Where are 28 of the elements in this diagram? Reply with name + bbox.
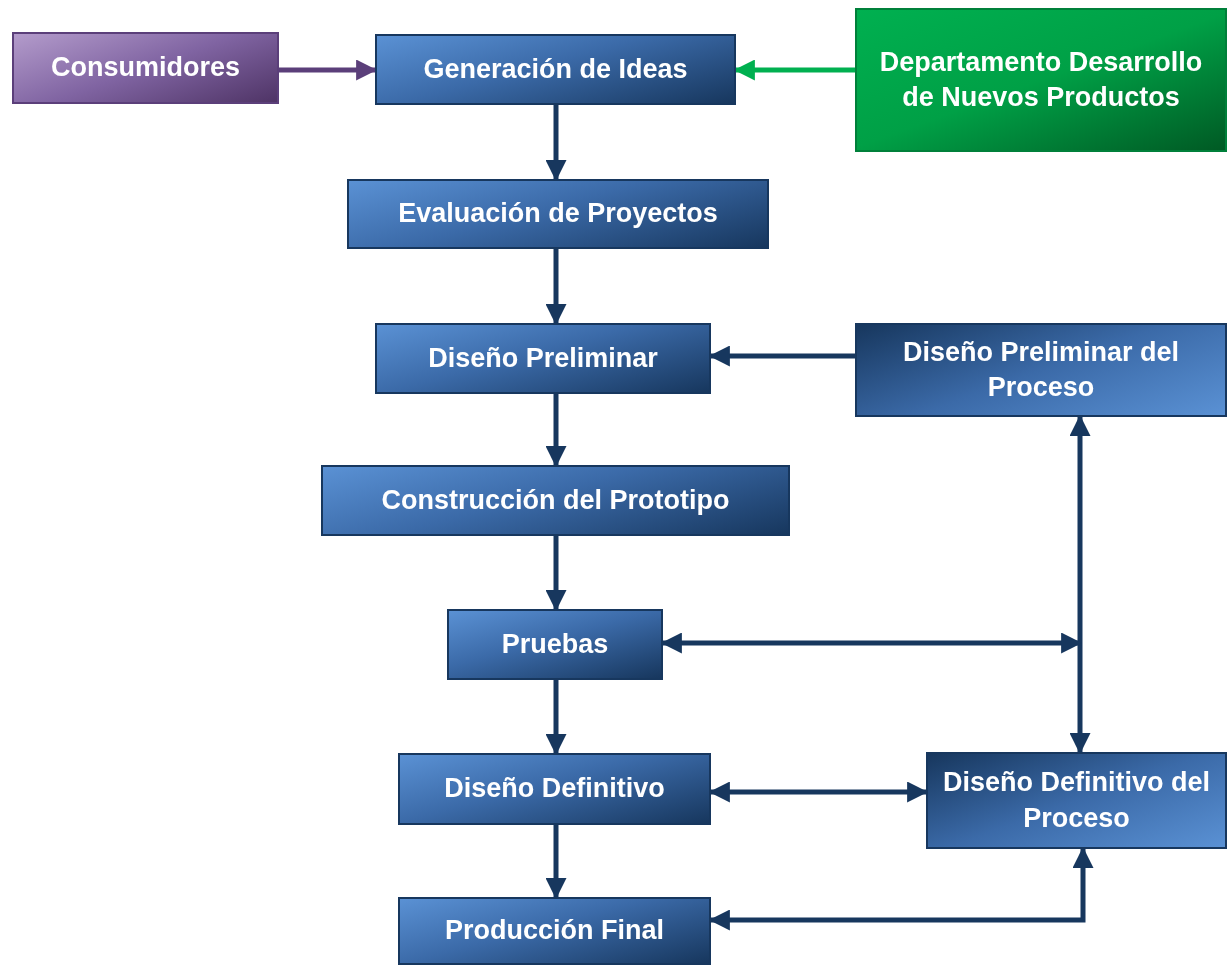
process-box [321,465,790,536]
box-label: Evaluación de Proyectos [398,197,718,231]
process-box [375,323,711,394]
arrow [545,105,567,182]
box-label: Pruebas [501,627,609,661]
box-label: Generación de Ideas [423,52,688,86]
process-box [855,323,1227,417]
arrow [545,680,567,756]
process-box [926,752,1227,849]
box-label: Consumidores [51,51,240,85]
arrow [545,536,567,612]
arrow [545,394,567,468]
process-box [447,609,663,680]
box-label: Diseño Preliminar [428,341,658,375]
box-label: Departamento Desarrollo de Nuevos Productos [878,45,1204,114]
process-box [347,179,769,249]
process-box [375,34,736,105]
box-label: Diseño Definitivo del Proceso [941,766,1211,835]
process-box [12,32,279,104]
process-box [398,897,711,965]
box-label: Construcción del Prototipo [381,483,730,517]
arrow [545,825,567,900]
process-box [855,8,1227,152]
arrow [545,249,567,326]
process-box [398,753,711,825]
box-label: Producción Final [445,914,664,948]
box-label: Diseño Preliminar del Proceso [901,335,1181,404]
box-label: Diseño Definitivo [444,772,665,806]
